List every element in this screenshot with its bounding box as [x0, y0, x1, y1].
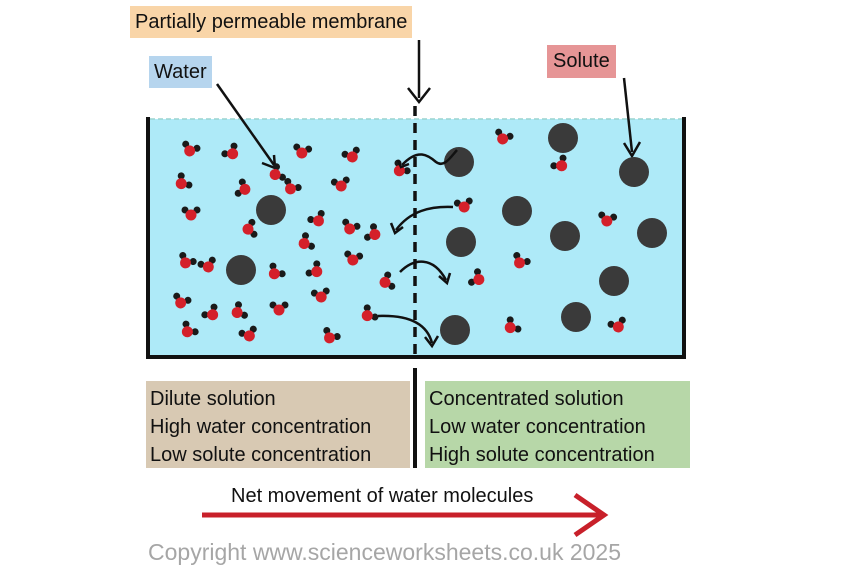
concentrated-solute-concentration: High solute concentration	[429, 444, 655, 466]
water-molecule	[234, 178, 251, 197]
water-molecule	[310, 287, 330, 303]
water-molecule	[364, 223, 381, 241]
water-molecule	[495, 128, 514, 145]
water-molecule	[598, 211, 618, 227]
solute-particle	[440, 315, 470, 345]
water-molecule	[269, 163, 286, 181]
water-molecule	[607, 316, 626, 333]
water-molecule	[298, 232, 315, 250]
movement-arrow-4	[377, 314, 434, 344]
water-molecule	[393, 159, 411, 177]
solute-particle	[619, 157, 649, 187]
water-molecule	[513, 252, 531, 269]
water-molecule	[181, 206, 201, 221]
water-molecule	[268, 262, 286, 280]
water-molecule	[221, 142, 239, 160]
container	[146, 117, 686, 359]
solute-pointer	[622, 77, 634, 153]
water-label: Water	[149, 56, 212, 88]
water-molecule	[330, 176, 350, 192]
movement-arrow-2-head	[389, 222, 404, 235]
water-molecule	[307, 210, 325, 227]
water-molecule	[361, 304, 379, 322]
water-molecule	[238, 325, 257, 342]
dilute-water-concentration: High water concentration	[150, 416, 372, 438]
water-molecule	[453, 197, 473, 213]
copyright-text: Copyright www.scienceworksheets.co.uk 20…	[148, 539, 622, 565]
membrane-pointer-head	[407, 87, 431, 105]
movement-arrow-1	[401, 149, 458, 166]
movement-arrow-1-head	[396, 159, 410, 169]
water-molecule	[181, 320, 199, 338]
water-molecule	[269, 301, 289, 316]
dilute-solute-concentration: Low solute concentration	[150, 444, 372, 466]
solute-pointer-head	[622, 141, 642, 159]
concentrated-title: Concentrated solution	[429, 388, 624, 410]
net-movement-label: Net movement of water molecules	[231, 485, 534, 507]
dilute-title: Dilute solution	[150, 388, 276, 410]
dilute-solution-panel: Dilute solution High water concentration…	[146, 381, 410, 468]
water-molecule	[197, 256, 216, 273]
movement-arrow-3-head	[438, 272, 452, 286]
concentrated-water-concentration: Low water concentration	[429, 416, 646, 438]
solute-particle	[561, 302, 591, 332]
membrane-label: Partially permeable membrane	[130, 6, 413, 38]
solute-particle	[444, 147, 474, 177]
water-molecule	[379, 271, 396, 290]
net-movement-arrow-head	[573, 492, 609, 538]
movement-arrow-4-head	[424, 335, 440, 349]
solute-particle	[599, 266, 629, 296]
solute-particle	[446, 227, 476, 257]
water-molecule	[201, 303, 219, 321]
water-molecule	[504, 316, 522, 334]
water-molecule	[344, 250, 364, 266]
solute-particle	[226, 255, 256, 285]
water-molecule	[175, 172, 193, 190]
water-molecule	[468, 268, 485, 286]
movement-arrow-2	[394, 205, 454, 231]
water-molecule	[173, 292, 192, 309]
water-molecule	[550, 154, 568, 172]
water-molecule	[182, 140, 201, 157]
movement-arrow-3	[399, 260, 448, 281]
concentrated-solution-panel: Concentrated solution Low water concentr…	[425, 381, 690, 468]
water-molecule	[305, 260, 323, 278]
water-molecule	[323, 327, 341, 344]
solute-particle	[637, 218, 667, 248]
solute-particle	[548, 123, 578, 153]
water-molecule	[231, 301, 248, 319]
solute-particle	[256, 195, 286, 225]
water-molecule	[341, 146, 360, 163]
solute-particle	[550, 221, 580, 251]
water-pointer	[215, 83, 276, 166]
solute-label: Solute	[547, 45, 616, 78]
water-molecule	[284, 178, 302, 195]
water-molecule	[242, 218, 258, 238]
water-molecule	[179, 252, 197, 269]
solute-particle	[502, 196, 532, 226]
water-molecule	[342, 218, 361, 235]
water-molecule	[293, 143, 313, 159]
